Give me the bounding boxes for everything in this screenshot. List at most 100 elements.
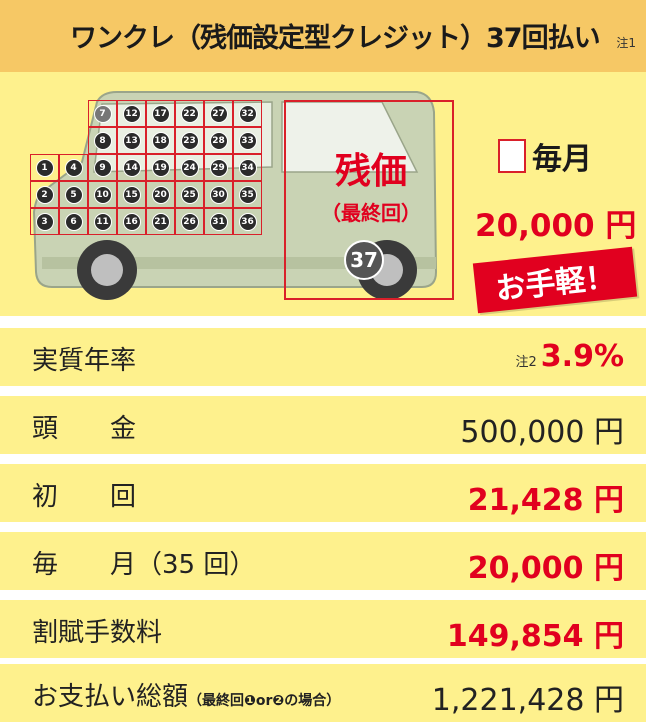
plan-title: ワンクレ（残価設定型クレジット）37回払い <box>70 23 601 54</box>
checkbox-icon <box>498 139 526 173</box>
monthly-payment-label: 毎 月（35 回） <box>32 550 256 580</box>
installment-number: 4 <box>64 158 83 177</box>
installment-number: 13 <box>122 131 141 150</box>
installment-number: 2 <box>35 185 54 204</box>
total-payment-text: お支払い総額 <box>32 682 189 712</box>
total-payment-label: お支払い総額（最終回❶or❷の場合） <box>32 676 340 713</box>
grid-cell: 19 <box>146 154 175 181</box>
row-monthly-payment: 毎 月（35 回） 20,000 円 <box>0 532 646 590</box>
monthly-text: 毎月 <box>532 142 592 177</box>
final-installment-number: 37 <box>344 240 384 280</box>
grid-cell: 15 <box>117 181 146 208</box>
grid-cell: 10 <box>88 181 117 208</box>
monthly-label: 毎月 <box>498 134 592 178</box>
header-footnote: 注1 <box>616 36 636 50</box>
first-payment-label: 初 回 <box>32 482 137 512</box>
installment-number: 15 <box>122 185 141 204</box>
grid-cell: 11 <box>88 208 117 235</box>
installment-number: 1 <box>35 158 54 177</box>
grid-cell: 16 <box>117 208 146 235</box>
grid-cell: 9 <box>88 154 117 181</box>
installment-number: 14 <box>122 158 141 177</box>
car-illustration: 7 8 12 13 17 18 22 23 27 28 32 33 1 2 3 … <box>22 82 454 312</box>
grid-cell: 29 <box>204 154 233 181</box>
installment-number: 29 <box>209 158 228 177</box>
grid-cell: 21 <box>146 208 175 235</box>
apr-rate: 3.9% <box>540 339 624 374</box>
down-payment-label: 頭 金 <box>32 414 137 444</box>
first-payment-value: 21,428 円 <box>467 483 624 518</box>
installment-number: 9 <box>93 158 112 177</box>
row-first-payment: 初 回 21,428 円 <box>0 464 646 522</box>
grid-cell: 23 <box>175 127 204 154</box>
installment-number: 17 <box>151 104 170 123</box>
residual-value-box: 残価 （最終回） 37 <box>284 100 454 300</box>
installment-number: 12 <box>122 104 141 123</box>
monthly-amount: 20,000 円 <box>475 208 637 244</box>
grid-cell: 30 <box>204 181 233 208</box>
installment-number: 19 <box>151 158 170 177</box>
total-payment-condition: （最終回❶or❷の場合） <box>188 693 341 709</box>
easy-badge: お手軽！ <box>472 246 638 314</box>
down-payment-value: 500,000 円 <box>460 415 624 450</box>
installment-number: 7 <box>93 104 112 123</box>
grid-cell: 26 <box>175 208 204 235</box>
grid-cell: 12 <box>117 100 146 127</box>
grid-cell: 17 <box>146 100 175 127</box>
installment-number: 33 <box>238 131 257 150</box>
installment-number: 8 <box>93 131 112 150</box>
installment-number: 26 <box>180 212 199 231</box>
installment-fee-value: 149,854 円 <box>446 619 624 654</box>
grid-cell: 20 <box>146 181 175 208</box>
installment-number: 5 <box>64 185 83 204</box>
grid-cell: 31 <box>204 208 233 235</box>
apr-footnote: 注2 <box>515 355 537 370</box>
header-banner: ワンクレ（残価設定型クレジット）37回払い 注1 <box>0 0 646 72</box>
installment-fee-label: 割賦手数料 <box>32 618 163 648</box>
installment-number: 3 <box>35 212 54 231</box>
grid-cell: 2 <box>30 181 59 208</box>
grid-cell: 27 <box>204 100 233 127</box>
grid-cell: 25 <box>175 181 204 208</box>
installment-number: 27 <box>209 104 228 123</box>
monthly-payment-value: 20,000 円 <box>467 551 624 586</box>
final-payment-label: （最終回） <box>321 201 421 225</box>
installment-number: 18 <box>151 131 170 150</box>
grid-cell: 34 <box>233 154 262 181</box>
grid-cell: 28 <box>204 127 233 154</box>
grid-cell: 36 <box>233 208 262 235</box>
apr-label: 実質年率 <box>32 346 137 376</box>
installment-number: 6 <box>64 212 83 231</box>
grid-cell: 1 <box>30 154 59 181</box>
installment-number: 25 <box>180 185 199 204</box>
grid-cell: 8 <box>88 127 117 154</box>
grid-cell: 24 <box>175 154 204 181</box>
installment-number: 35 <box>238 185 257 204</box>
row-down-payment: 頭 金 500,000 円 <box>0 396 646 454</box>
row-total-payment: お支払い総額（最終回❶or❷の場合） 1,221,428 円 <box>0 664 646 722</box>
total-payment-value: 1,221,428 円 <box>431 683 624 718</box>
grid-cell: 3 <box>30 208 59 235</box>
installment-number: 11 <box>93 212 112 231</box>
grid-cell: 32 <box>233 100 262 127</box>
installment-number: 30 <box>209 185 228 204</box>
installment-number: 22 <box>180 104 199 123</box>
grid-cell: 33 <box>233 127 262 154</box>
installment-number: 31 <box>209 212 228 231</box>
row-installment-fee: 割賦手数料 149,854 円 <box>0 600 646 658</box>
grid-cell: 22 <box>175 100 204 127</box>
installment-number: 28 <box>209 131 228 150</box>
plan-illustration-panel: 7 8 12 13 17 18 22 23 27 28 32 33 1 2 3 … <box>0 72 646 316</box>
installment-number: 10 <box>93 185 112 204</box>
installment-number: 32 <box>238 104 257 123</box>
installment-number: 21 <box>151 212 170 231</box>
grid-cell: 13 <box>117 127 146 154</box>
installment-number: 23 <box>180 131 199 150</box>
grid-cell: 18 <box>146 127 175 154</box>
residual-value-label: 残価 <box>334 151 407 192</box>
grid-cell: 4 <box>59 154 88 181</box>
installment-number: 36 <box>238 212 257 231</box>
installment-number: 24 <box>180 158 199 177</box>
